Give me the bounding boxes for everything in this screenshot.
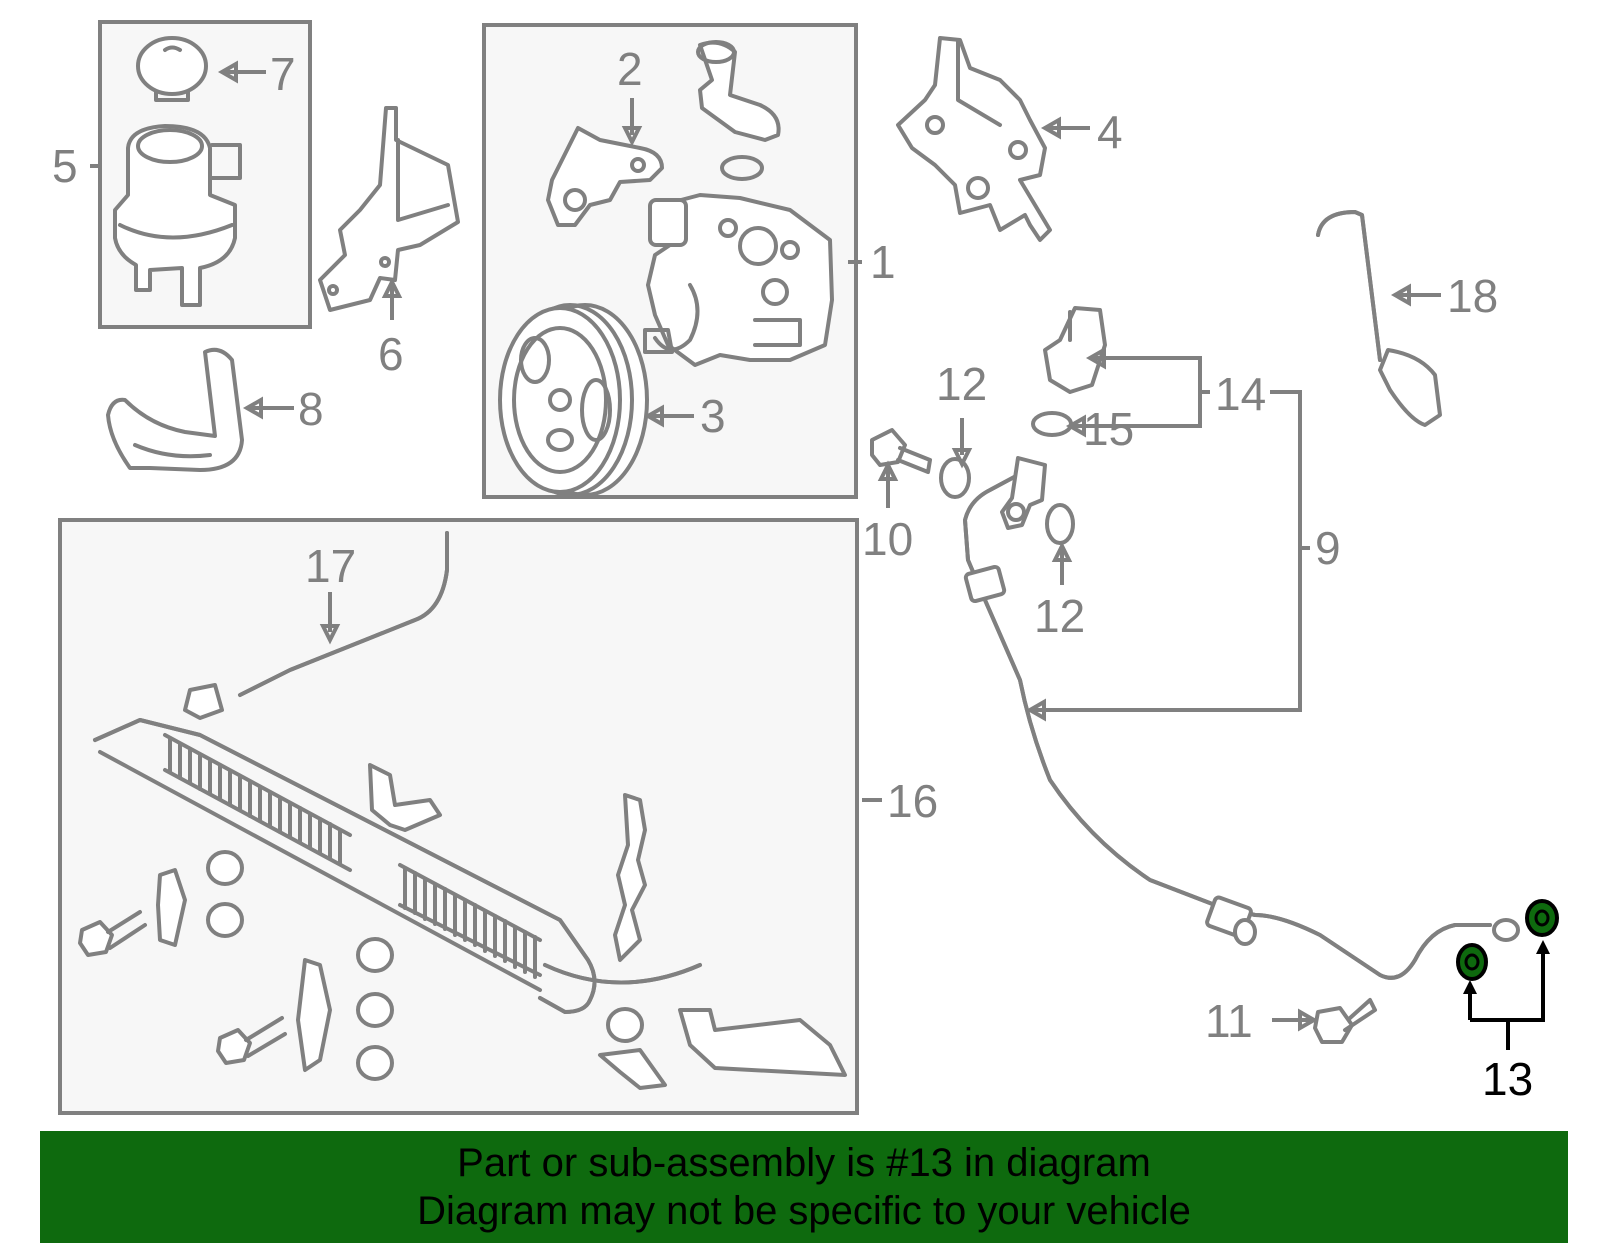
callout-2: 2: [617, 43, 643, 95]
callout-17: 17: [305, 540, 356, 592]
callout-4: 4: [1097, 106, 1123, 158]
washer-13-right: [1525, 899, 1559, 937]
cooler-hose: [183, 531, 449, 720]
banner-line-2: Diagram may not be specific to your vehi…: [417, 1189, 1191, 1233]
info-banner: Part or sub-assembly is #13 in diagram D…: [40, 1131, 1568, 1243]
washer-13-pair: [1456, 899, 1559, 981]
bolt-10: [870, 428, 932, 474]
washer-12-lower: [1045, 503, 1075, 545]
pressure-hose: [963, 456, 1520, 980]
pump-pulley: [498, 303, 649, 497]
callout-15: 15: [1083, 403, 1134, 455]
parts-diagram: 1 2 3 4 5 6 7 8 9 10 11 12 12 13 14 15 1…: [52, 20, 1559, 1115]
power-steering-pump: [643, 193, 834, 367]
pump-bracket: [546, 126, 664, 227]
pressure-switch: [1043, 306, 1107, 394]
callout-10: 10: [862, 513, 913, 565]
cooler-hardware: [78, 763, 847, 1090]
reservoir: [113, 124, 242, 307]
callout-7: 7: [270, 48, 296, 100]
callout-11: 11: [1205, 995, 1253, 1047]
callout-8: 8: [298, 383, 324, 435]
reservoir-bracket: [318, 106, 460, 312]
callout-18: 18: [1447, 270, 1498, 322]
o-ring-15: [1031, 411, 1073, 437]
return-hose-18: [1316, 210, 1442, 427]
oil-cooler: [93, 718, 702, 1014]
callout-9: 9: [1315, 522, 1341, 574]
callout-12-upper: 12: [936, 358, 987, 410]
reservoir-cap: [136, 36, 208, 102]
pump-outlet-fitting: [696, 40, 781, 181]
suction-hose: [106, 347, 244, 472]
pump-mounting-bracket: [896, 36, 1052, 242]
cooler-fins: [168, 736, 537, 979]
washer-12-upper: [939, 457, 971, 499]
banner-line-1: Part or sub-assembly is #13 in diagram: [457, 1141, 1151, 1185]
callout-1: 1: [870, 236, 896, 288]
leader-lines: [90, 60, 1550, 1050]
callout-6: 6: [378, 328, 404, 380]
callout-12-lower: 12: [1034, 590, 1085, 642]
bolt-11: [1313, 998, 1377, 1044]
group-box-cooler: [58, 518, 859, 1115]
callout-3: 3: [700, 390, 726, 442]
callout-13: 13: [1482, 1053, 1533, 1105]
washer-13-left: [1456, 943, 1488, 981]
callout-14: 14: [1215, 368, 1266, 420]
callout-16: 16: [887, 775, 938, 827]
callout-5: 5: [52, 140, 78, 192]
